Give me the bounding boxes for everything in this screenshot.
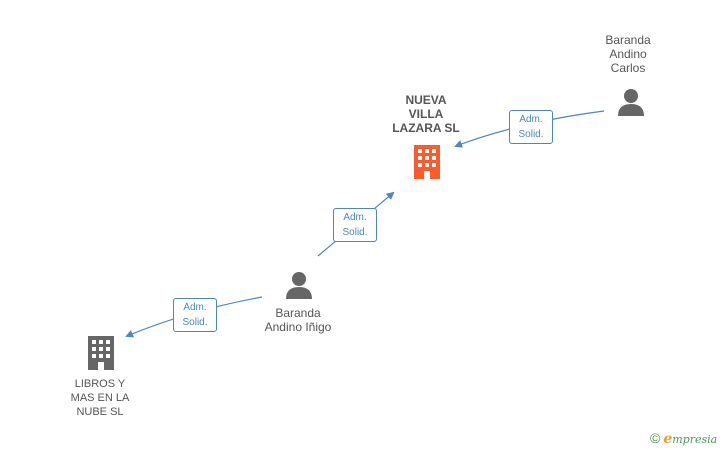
building-icon (414, 145, 440, 179)
node-company-main[interactable]: NUEVA VILLA LAZARA SL (378, 93, 474, 135)
edge-label-line2: Solid. (518, 129, 544, 140)
brand-watermark: ©empresia (650, 430, 717, 447)
node-person-carlos[interactable]: Baranda Andino Carlos (588, 33, 668, 75)
node-person-inigo[interactable]: Baranda Andino Iñigo (250, 306, 346, 334)
building-icon (88, 336, 114, 370)
node-company-main-label: NUEVA VILLA LAZARA SL (392, 93, 460, 135)
edge-label-line2: Solid. (342, 227, 368, 238)
edge-label-line1: Adm. (343, 212, 367, 223)
person-icon (618, 89, 644, 116)
node-person-carlos-label: Baranda Andino Carlos (605, 33, 651, 75)
node-company-libros-label: LIBROS Y MAS EN LA NUBE SL (70, 378, 130, 418)
brand-initial: e (663, 431, 673, 447)
brand-name: mpresia (672, 433, 718, 446)
edge-label-line1: Adm. (183, 302, 207, 313)
node-person-inigo-label: Baranda Andino Iñigo (264, 306, 332, 334)
edge-label-inigo-libros[interactable]: Adm. Solid. (173, 298, 217, 332)
node-company-libros[interactable]: LIBROS Y MAS EN LA NUBE SL (52, 377, 148, 419)
copyright-symbol: © (650, 430, 661, 446)
edge-label-line2: Solid. (182, 317, 208, 328)
edge-label-inigo-main[interactable]: Adm. Solid. (333, 208, 377, 242)
edge-label-carlos-main[interactable]: Adm. Solid. (509, 110, 553, 144)
edge-label-line1: Adm. (519, 114, 543, 125)
person-icon (286, 272, 312, 299)
